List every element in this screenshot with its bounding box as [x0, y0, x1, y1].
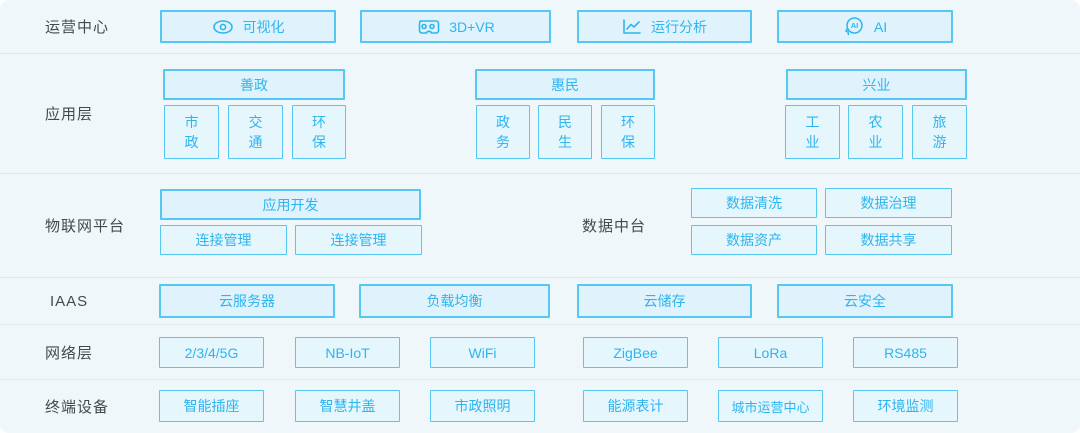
network-item-label: LoRa	[753, 344, 788, 361]
app-item-label: 工业	[805, 113, 820, 150]
row-label-operations-center: 运营中心	[45, 19, 110, 36]
eye-icon	[212, 19, 234, 35]
device-city-operations-center-button[interactable]: 城市运营中心	[718, 390, 823, 422]
row-label-network-layer: 网络层	[45, 344, 94, 362]
cloud-server-button[interactable]: 云服务器	[159, 284, 335, 318]
network-zigbee-button[interactable]: ZigBee	[583, 337, 688, 368]
load-balancing-button[interactable]: 负载均衡	[359, 284, 550, 318]
3d-vr-button[interactable]: 3D+VR	[360, 10, 551, 43]
operation-analysis-button[interactable]: 运行分析	[577, 10, 752, 43]
row-network-layer: 网络层 2/3/4/5G NB-IoT WiFi ZigBee LoRa RS4…	[0, 324, 1080, 379]
data-cleaning-button[interactable]: 数据清洗	[691, 188, 817, 218]
device-smart-manhole-button[interactable]: 智慧井盖	[295, 390, 400, 422]
device-environment-monitoring-button[interactable]: 环境监测	[853, 390, 958, 422]
network-lora-button[interactable]: LoRa	[718, 337, 823, 368]
app-item-label: 农业	[868, 113, 883, 150]
app-item-label: 环保	[621, 113, 635, 150]
device-item-label: 市政照明	[454, 398, 511, 414]
row-operations-center: 运营中心 可视化 3D+VR	[0, 0, 1080, 53]
device-energy-meter-button[interactable]: 能源表计	[583, 390, 688, 422]
data-assets-label: 数据资产	[726, 232, 782, 248]
row-iaas: IAAS 云服务器 负载均衡 云储存 云安全	[0, 277, 1080, 324]
device-municipal-lighting-button[interactable]: 市政照明	[430, 390, 535, 422]
data-cleaning-label: 数据清洗	[726, 195, 782, 211]
row-application-layer: 应用层 善政 市政 交通 环保 惠民 政务 民生 环保 兴业	[0, 53, 1080, 173]
connection-management-button-2[interactable]: 连接管理	[295, 225, 422, 255]
row-label-application-layer: 应用层	[45, 106, 94, 123]
cloud-server-label: 云服务器	[219, 293, 275, 309]
app-item-label: 政务	[496, 113, 510, 150]
vr-goggles-icon	[416, 19, 440, 35]
connection-management-label: 连接管理	[330, 232, 387, 248]
cloud-security-button[interactable]: 云安全	[777, 284, 953, 318]
cloud-storage-label: 云储存	[643, 293, 686, 309]
data-governance-button[interactable]: 数据治理	[825, 188, 952, 218]
device-item-label: 能源表计	[607, 398, 664, 414]
group-header-label: 兴业	[862, 76, 891, 93]
row-iot-platform: 物联网平台 应用开发 连接管理 连接管理 数据中台 数据清洗 数据治理 数据资产…	[0, 173, 1080, 277]
device-item-label: 智慧井盖	[319, 398, 376, 414]
app-development-label: 应用开发	[262, 196, 319, 213]
row-label-iot-platform: 物联网平台	[45, 218, 126, 235]
group-header-xingye[interactable]: 兴业	[786, 69, 967, 100]
network-item-label: RS485	[884, 344, 927, 361]
app-item-label: 交通	[248, 113, 263, 150]
ai-button[interactable]: AI AI	[777, 10, 953, 43]
app-item-jiaotong[interactable]: 交通	[228, 105, 283, 159]
network-item-label: NB-IoT	[325, 344, 370, 361]
app-item-label: 旅游	[932, 113, 947, 150]
operation-analysis-label: 运行分析	[651, 18, 707, 35]
data-governance-label: 数据治理	[860, 195, 917, 211]
app-item-nongye[interactable]: 农业	[848, 105, 903, 159]
app-item-shizheng[interactable]: 市政	[164, 105, 219, 159]
app-item-huanbao-2[interactable]: 环保	[601, 105, 655, 159]
app-development-button[interactable]: 应用开发	[160, 189, 421, 220]
group-header-huimin[interactable]: 惠民	[475, 69, 655, 100]
row-label-data-middle-platform: 数据中台	[582, 218, 647, 235]
data-sharing-button[interactable]: 数据共享	[825, 225, 952, 255]
ai-label: AI	[873, 18, 888, 35]
network-nbiot-button[interactable]: NB-IoT	[295, 337, 400, 368]
line-chart-icon	[622, 18, 642, 35]
group-header-label: 善政	[240, 76, 268, 93]
app-item-label: 民生	[558, 113, 572, 150]
visualization-button[interactable]: 可视化	[160, 10, 336, 43]
data-sharing-label: 数据共享	[860, 232, 917, 248]
cloud-security-label: 云安全	[844, 293, 886, 309]
connection-management-button-1[interactable]: 连接管理	[160, 225, 287, 255]
cloud-storage-button[interactable]: 云储存	[577, 284, 752, 318]
network-wifi-button[interactable]: WiFi	[430, 337, 535, 368]
network-rs485-button[interactable]: RS485	[853, 337, 958, 368]
device-item-label: 环境监测	[877, 398, 934, 414]
row-label-iaas: IAAS	[50, 292, 89, 310]
3d-vr-label: 3D+VR	[449, 18, 495, 35]
load-balancing-label: 负载均衡	[426, 293, 483, 309]
row-terminal-devices: 终端设备 智能插座 智慧井盖 市政照明 能源表计 城市运营中心 环境监测	[0, 379, 1080, 433]
ai-head-icon: AI	[843, 16, 865, 37]
group-header-shanzheng[interactable]: 善政	[163, 69, 345, 100]
device-item-label: 智能插座	[183, 398, 240, 414]
svg-text:AI: AI	[851, 21, 859, 30]
network-item-label: WiFi	[468, 344, 497, 361]
app-item-huanbao-1[interactable]: 环保	[292, 105, 346, 159]
group-header-label: 惠民	[551, 76, 579, 93]
network-2345g-button[interactable]: 2/3/4/5G	[159, 337, 264, 368]
app-item-zhengwu[interactable]: 政务	[476, 105, 530, 159]
data-assets-button[interactable]: 数据资产	[691, 225, 817, 255]
network-item-label: 2/3/4/5G	[184, 344, 239, 361]
connection-management-label: 连接管理	[195, 232, 252, 248]
network-item-label: ZigBee	[613, 344, 658, 361]
device-item-label: 城市运营中心	[731, 399, 810, 415]
app-item-label: 环保	[312, 113, 326, 150]
app-item-gongye[interactable]: 工业	[785, 105, 840, 159]
device-smart-socket-button[interactable]: 智能插座	[159, 390, 264, 422]
app-item-minsheng[interactable]: 民生	[538, 105, 592, 159]
row-label-terminal-devices: 终端设备	[45, 399, 110, 416]
app-item-label: 市政	[184, 113, 199, 150]
app-item-lvyou[interactable]: 旅游	[912, 105, 967, 159]
visualization-label: 可视化	[242, 18, 285, 35]
